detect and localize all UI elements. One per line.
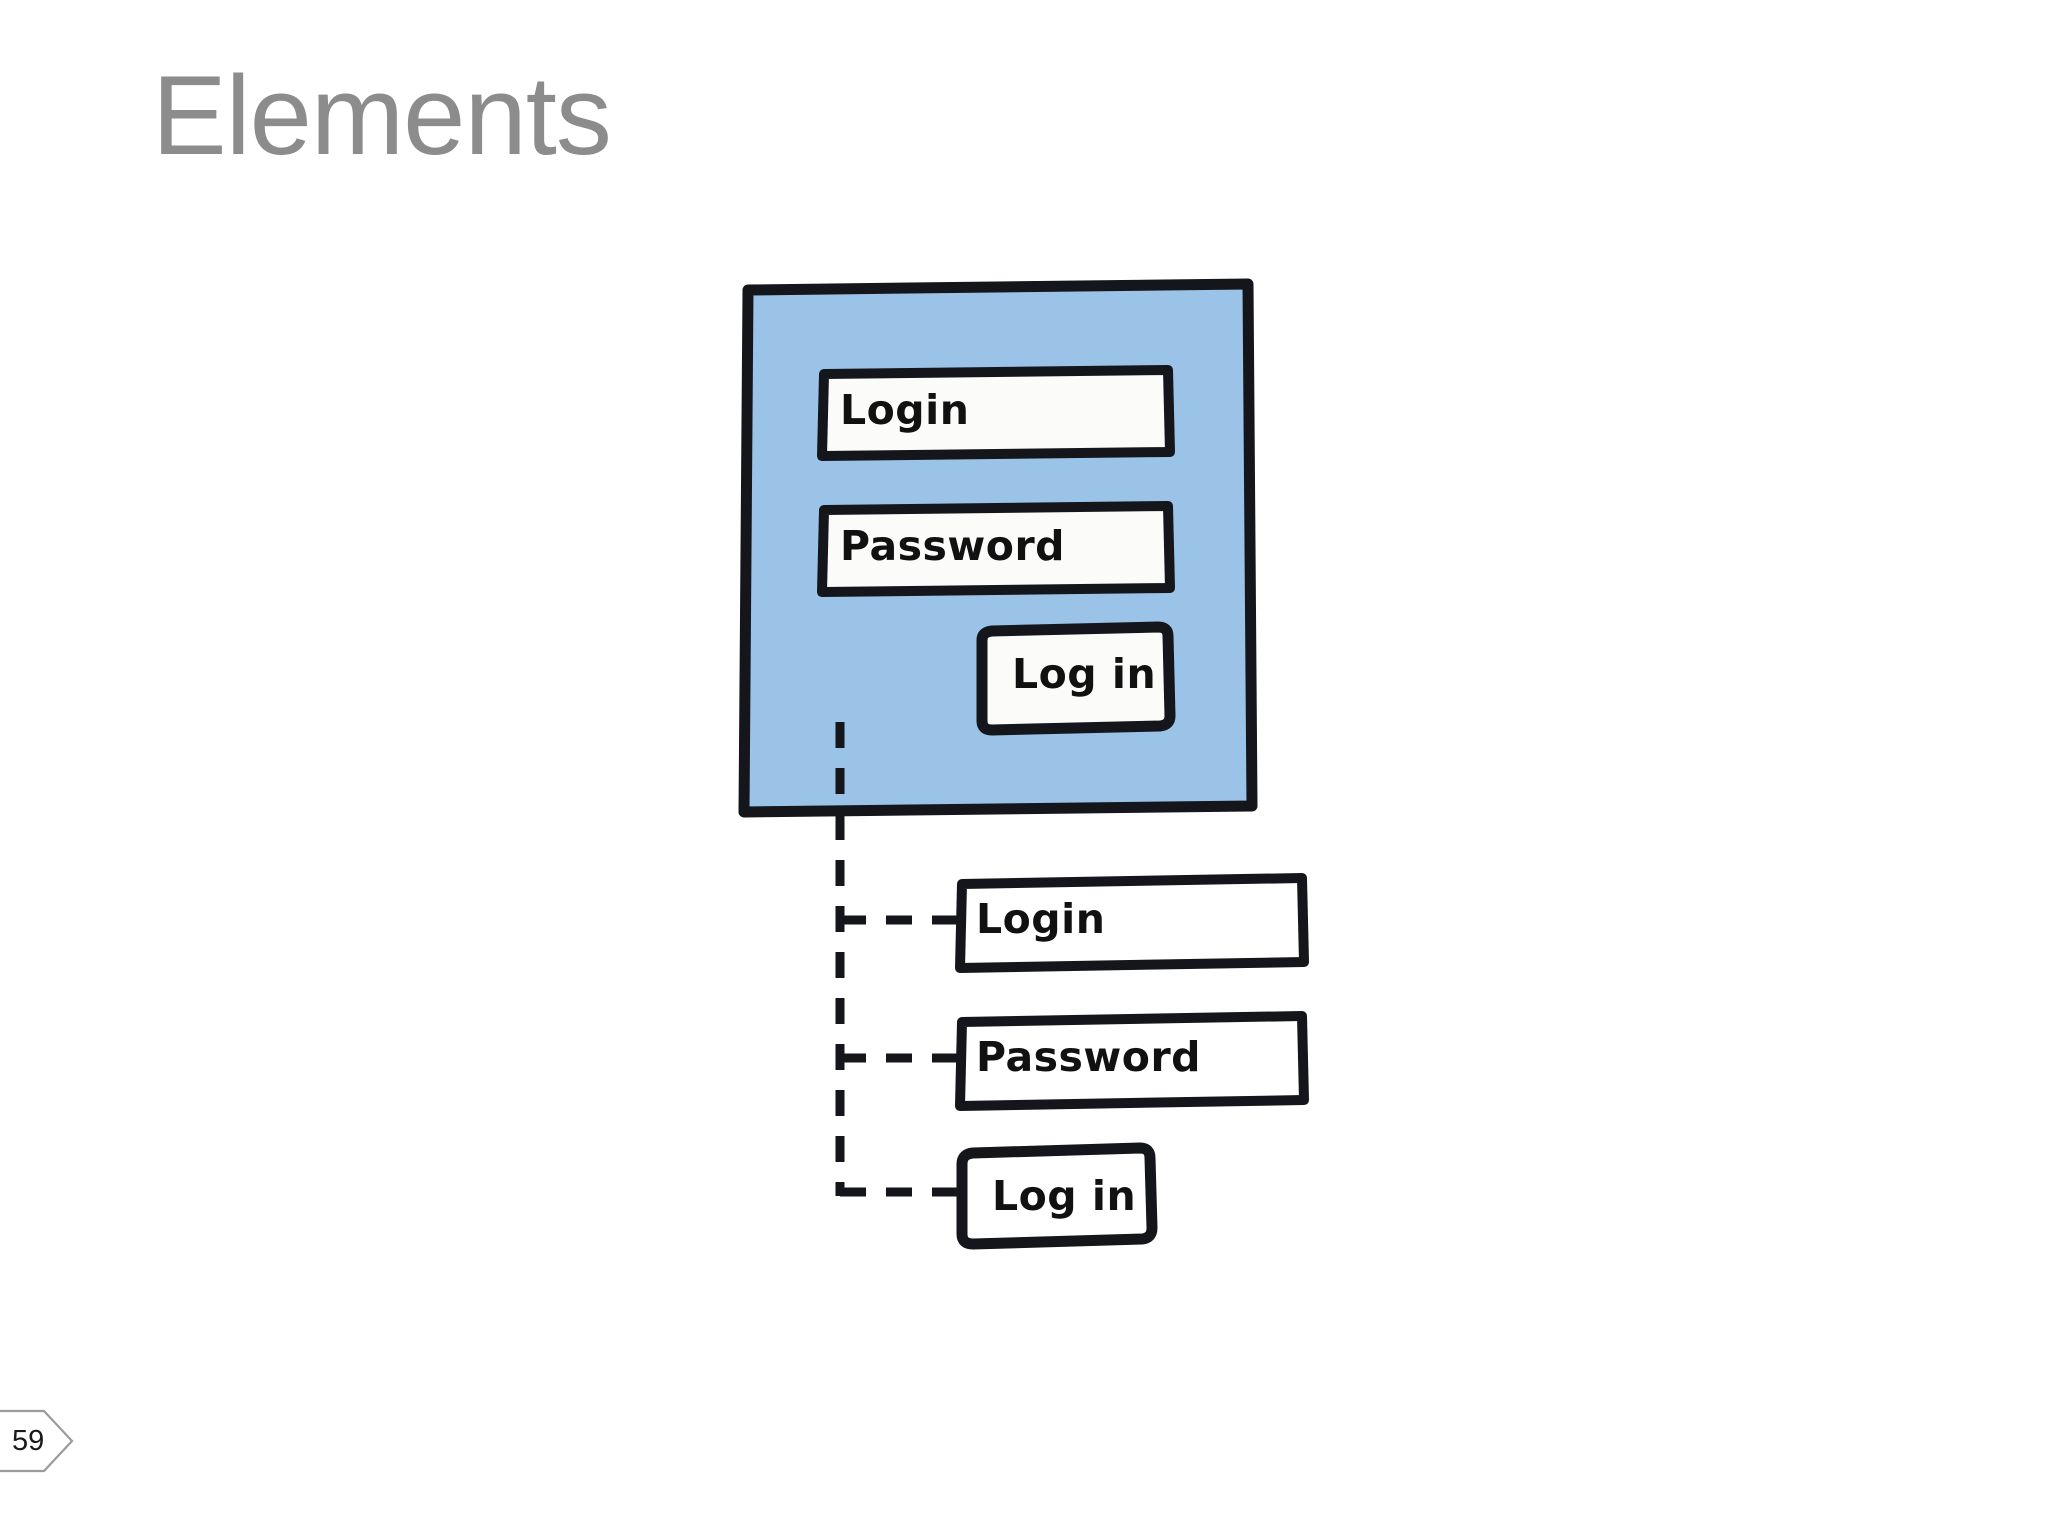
breakdown-login-button-label: Log in xyxy=(992,1172,1137,1220)
panel-login-field-box[interactable] xyxy=(817,365,1175,461)
pentagon-outline xyxy=(0,1409,74,1473)
panel-password-field-label: Password xyxy=(840,522,1066,570)
breakdown-password-field[interactable] xyxy=(955,1011,1309,1111)
dashed-connector-tree xyxy=(835,722,958,1197)
page-number-badge: 59 xyxy=(0,1409,74,1473)
breakdown-login-field[interactable] xyxy=(955,873,1309,973)
breakdown-login-field-label: Login xyxy=(976,895,1106,943)
panel-login-button[interactable] xyxy=(976,621,1176,736)
panel-login-button-box[interactable] xyxy=(976,621,1176,736)
page-badge-shape-icon xyxy=(0,1409,74,1473)
panel-password-field[interactable] xyxy=(817,501,1175,597)
breakdown-password-field-box[interactable] xyxy=(955,1011,1309,1111)
panel-login-button-label: Log in xyxy=(1012,650,1157,698)
page-title: Elements xyxy=(152,53,612,178)
breakdown-login-button[interactable] xyxy=(956,1142,1158,1250)
panel-login-field[interactable] xyxy=(817,365,1175,461)
breakdown-login-field-box[interactable] xyxy=(955,873,1309,973)
breakdown-login-button-box[interactable] xyxy=(956,1142,1158,1250)
panel-password-field-box[interactable] xyxy=(817,501,1175,597)
panel-login-field-label: Login xyxy=(840,386,970,434)
page-number-value: 59 xyxy=(12,1424,45,1457)
breakdown-password-field-label: Password xyxy=(976,1033,1202,1081)
